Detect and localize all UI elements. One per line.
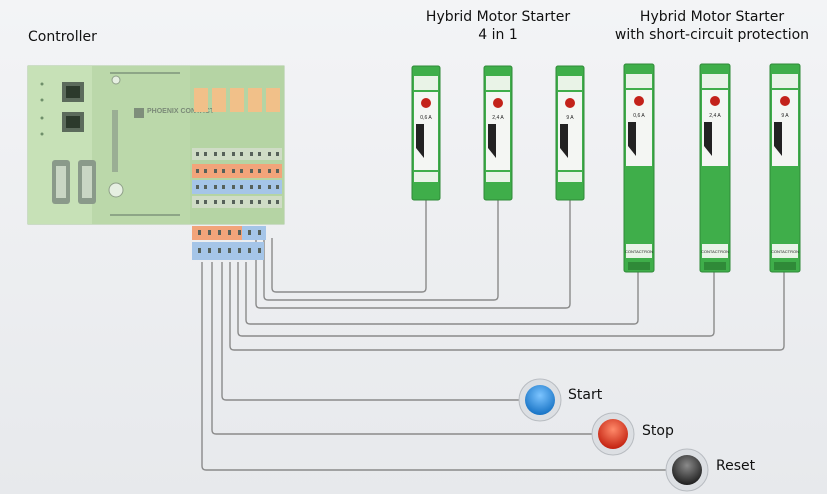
potentiometer-icon [565,98,575,108]
hms-scp-module: 2,4 A CONTACTRON [699,63,731,273]
hmsc-3-brand: CONTACTRON [771,249,799,254]
potentiometer-icon [710,96,720,106]
stop-button-icon[interactable] [591,412,635,456]
potentiometer-icon [493,98,503,108]
wires [201,200,785,471]
stop-button-label: Stop [642,423,674,439]
wire-hmsc-2 [237,262,715,337]
hms-4in1-group: 0,6 A 2,4 A 9 A [411,65,585,201]
hms-scp-label-line1: Hybrid Motor Starter [639,9,785,25]
start-button-icon[interactable] [518,378,562,422]
hmsc-2-current: 2,4 A [709,113,721,119]
wire-stop [211,262,596,435]
controller-label: Controller [28,29,97,45]
hms-scp-label-line2: with short-circuit protection [614,27,810,43]
reset-button-label: Reset [716,458,756,474]
hms-4in1-label: Hybrid Motor Starter 4 in 1 [398,8,598,44]
wire-hms4-3 [255,200,571,309]
hms-4in1-module: 2,4 A [483,65,513,201]
reset-knob-icon [108,182,124,198]
start-button-label: Start [568,387,603,403]
phoenix-logo-icon [134,108,144,118]
potentiometer-icon [780,96,790,106]
hms-scp-module: 0,6 A CONTACTRON [623,63,655,273]
hms4-2-current: 2,4 A [492,115,504,121]
hms-4in1-label-line1: Hybrid Motor Starter [425,9,571,25]
wire-start [221,262,524,401]
hmsc-1-current: 0,6 A [633,113,645,119]
hms-scp-module: 9 A CONTACTRON [769,63,801,273]
wire-hmsc-3 [229,262,785,351]
hms-scp-group: 0,6 A CONTACTRON 2,4 A CONTACTRON [623,63,801,273]
io-terminal-rows [192,148,282,208]
hms-4in1-label-line2: 4 in 1 [478,27,518,43]
wire-reset [201,262,670,471]
hms-4in1-module: 9 A [555,65,585,201]
controller: PHOENIX CONTACT [27,65,285,260]
controller-brand: PHOENIX CONTACT [147,108,215,115]
wire-hms4-1 [271,200,427,293]
wire-hmsc-1 [245,262,639,325]
wire-hms4-2 [263,200,499,301]
bottom-terminal-block [192,226,266,260]
potentiometer-icon [421,98,431,108]
hms-scp-label: Hybrid Motor Starter with short-circuit … [592,8,827,44]
hms4-1-current: 0,6 A [420,115,432,121]
hms4-3-current: 9 A [566,115,574,121]
potentiometer-icon [634,96,644,106]
hms-4in1-module: 0,6 A [411,65,441,201]
hmsc-3-current: 9 A [781,113,789,119]
hmsc-1-brand: CONTACTRON [625,249,653,254]
hmsc-2-brand: CONTACTRON [701,249,729,254]
reset-button-icon[interactable] [665,448,709,492]
io-module-orange-fuses [194,88,280,112]
